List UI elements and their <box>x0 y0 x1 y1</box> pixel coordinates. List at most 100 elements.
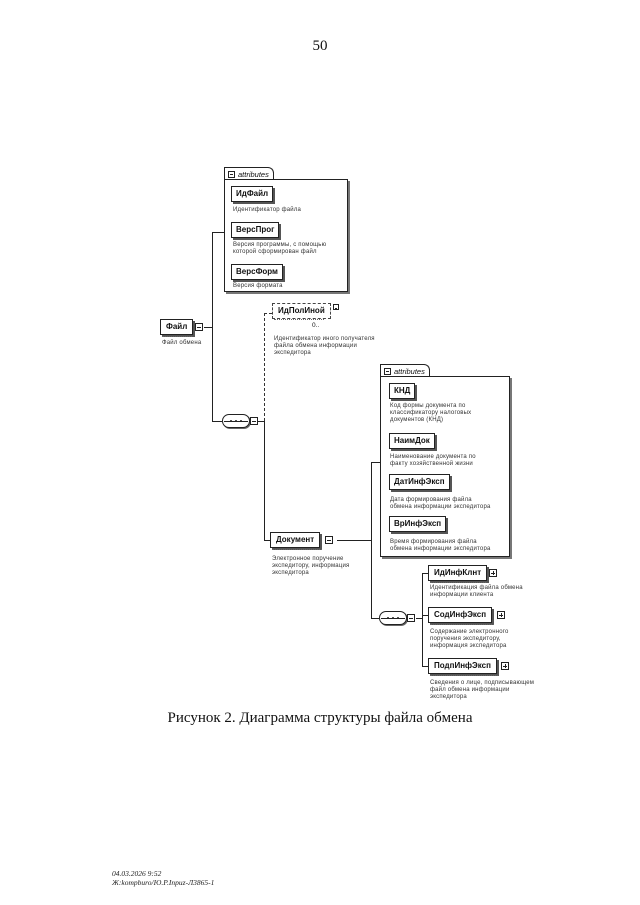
desc-line: Время формирования файла <box>390 539 477 545</box>
optional-element-desc: Идентификатор иного получателя файла обм… <box>274 336 375 357</box>
desc-line: обмена информации экспедитора <box>390 545 491 552</box>
attribute-box[interactable]: ВерсФорм <box>231 264 283 280</box>
attribute-box[interactable]: ВрИнфЭксп <box>389 516 447 532</box>
desc-line: поручения экспедитору, <box>430 635 501 642</box>
collapse-minus-icon[interactable] <box>325 536 333 544</box>
attribute-label: ВерсФорм <box>236 267 278 276</box>
expand-plus-icon[interactable] <box>501 662 509 670</box>
connector <box>204 327 212 328</box>
collapse-minus-icon[interactable] <box>384 368 391 375</box>
attribute-desc: Идентификатор файла <box>233 207 302 213</box>
attribute-box[interactable]: ВерсПрог <box>231 222 280 238</box>
collapse-minus-icon[interactable] <box>407 614 415 622</box>
child-element-box[interactable]: СодИнфЭксп <box>428 607 493 623</box>
expand-plus-icon[interactable] <box>497 611 505 619</box>
attribute-desc: Код формы документа по классификатору на… <box>390 403 471 424</box>
connector <box>371 462 380 463</box>
desc-line: которой сформирован файл <box>233 248 317 255</box>
connector <box>416 618 422 619</box>
collapse-minus-icon[interactable] <box>333 304 339 310</box>
connector <box>212 232 213 422</box>
child-element-desc: Идентификация файла обмена информации кл… <box>430 585 523 599</box>
desc-line: Содержание электронного <box>430 629 509 635</box>
collapse-minus-icon[interactable] <box>228 171 235 178</box>
document-element-desc: Электронное поручение экспедитору, инфор… <box>272 556 349 577</box>
desc-line: файла обмена информации <box>274 342 358 349</box>
child-element-label: ПодпИнфЭксп <box>434 661 491 670</box>
attribute-desc: Версия формата <box>233 283 283 289</box>
connector <box>422 573 428 574</box>
divider <box>430 675 498 678</box>
desc-line: документов (КНД) <box>390 416 444 423</box>
divider <box>430 624 494 627</box>
divider <box>272 549 322 552</box>
figure-caption: Рисунок 2. Диаграмма структуры файла обм… <box>167 710 473 726</box>
child-element-box[interactable]: ИдИнфКлнт <box>428 565 488 581</box>
desc-line: экспедитора <box>274 349 311 356</box>
desc-line: файл обмена информации <box>430 686 510 693</box>
document-attributes-tab-label: attributes <box>394 367 425 376</box>
connector <box>212 421 222 422</box>
connector <box>264 421 265 541</box>
collapse-minus-icon[interactable] <box>250 417 258 425</box>
file-attributes-tab[interactable]: attributes <box>224 167 274 180</box>
desc-line: Код формы документа по <box>390 403 466 409</box>
attribute-box[interactable]: КНД <box>389 383 416 399</box>
collapse-minus-icon[interactable] <box>195 323 203 331</box>
multiplicity-label: 0.. <box>312 322 320 329</box>
attribute-desc: Версия программы, с помощью которой сфор… <box>233 242 326 256</box>
desc-line: информация экспедитора <box>430 642 507 649</box>
connector <box>264 313 272 314</box>
footer-path: Ж:kompburo/Ю.Р.Inpuz-Л3865-1 <box>112 878 215 887</box>
child-element-label: СодИнфЭксп <box>434 610 487 619</box>
attribute-box[interactable]: ДатИнфЭксп <box>389 474 450 490</box>
optional-element-label: ИдПолИной <box>278 306 325 315</box>
attribute-label: ИдФайл <box>236 189 269 198</box>
connector <box>371 618 379 619</box>
connector <box>264 313 265 421</box>
desc-line: Сведения о лице, подписывающем <box>430 680 535 686</box>
connector <box>422 666 428 667</box>
attribute-label: НаимДок <box>394 436 430 445</box>
document-attributes-tab[interactable]: attributes <box>380 364 430 377</box>
attribute-box[interactable]: НаимДок <box>389 433 435 449</box>
connector <box>258 421 264 422</box>
sequence-line <box>224 421 248 422</box>
sequence-line <box>381 618 405 619</box>
divider <box>430 582 486 585</box>
optional-element-box[interactable]: ИдПолИной <box>272 303 331 319</box>
desc-line: факту хозяйственной жизни <box>390 460 473 467</box>
footer-timestamp: 04.03.2026 9:52 <box>112 869 162 878</box>
desc-line: Версия программы, с помощью <box>233 242 327 248</box>
connector <box>422 573 423 667</box>
connector <box>422 615 428 616</box>
file-attributes-tab-label: attributes <box>238 170 269 179</box>
child-element-desc: Содержание электронного поручения экспед… <box>430 629 509 650</box>
attribute-box[interactable]: ИдФайл <box>231 186 274 202</box>
attribute-label: ВерсПрог <box>236 225 275 234</box>
child-element-box[interactable]: ПодпИнфЭксп <box>428 658 497 674</box>
root-element-desc: Файл обмена <box>162 340 202 346</box>
divider <box>162 336 192 339</box>
desc-line: Идентификатор иного получателя <box>274 336 375 342</box>
attribute-desc: Наименование документа по факту хозяйств… <box>390 454 476 468</box>
connector <box>337 540 371 541</box>
desc-line: классификатору налоговых <box>390 409 472 416</box>
desc-line: обмена информации экспедитора <box>390 503 491 510</box>
desc-line: Дата формирования файла <box>390 497 472 503</box>
desc-line: информации клиента <box>430 591 494 598</box>
desc-line: экспедитора <box>272 569 309 576</box>
connector <box>371 462 372 618</box>
attribute-desc: Дата формирования файла обмена информаци… <box>390 497 491 511</box>
desc-line: экспедитору, информация <box>272 562 350 569</box>
divider <box>274 319 324 322</box>
expand-plus-icon[interactable] <box>489 569 497 577</box>
root-element-box[interactable]: Файл <box>160 319 194 335</box>
attribute-desc: Время формирования файла обмена информац… <box>390 539 491 553</box>
connector <box>264 540 270 541</box>
document-element-box[interactable]: Документ <box>270 532 321 548</box>
page-number: 50 <box>312 38 328 54</box>
desc-line: Наименование документа по <box>390 454 476 460</box>
child-element-desc: Сведения о лице, подписывающем файл обме… <box>430 680 534 701</box>
desc-line: экспедитора <box>430 693 467 700</box>
